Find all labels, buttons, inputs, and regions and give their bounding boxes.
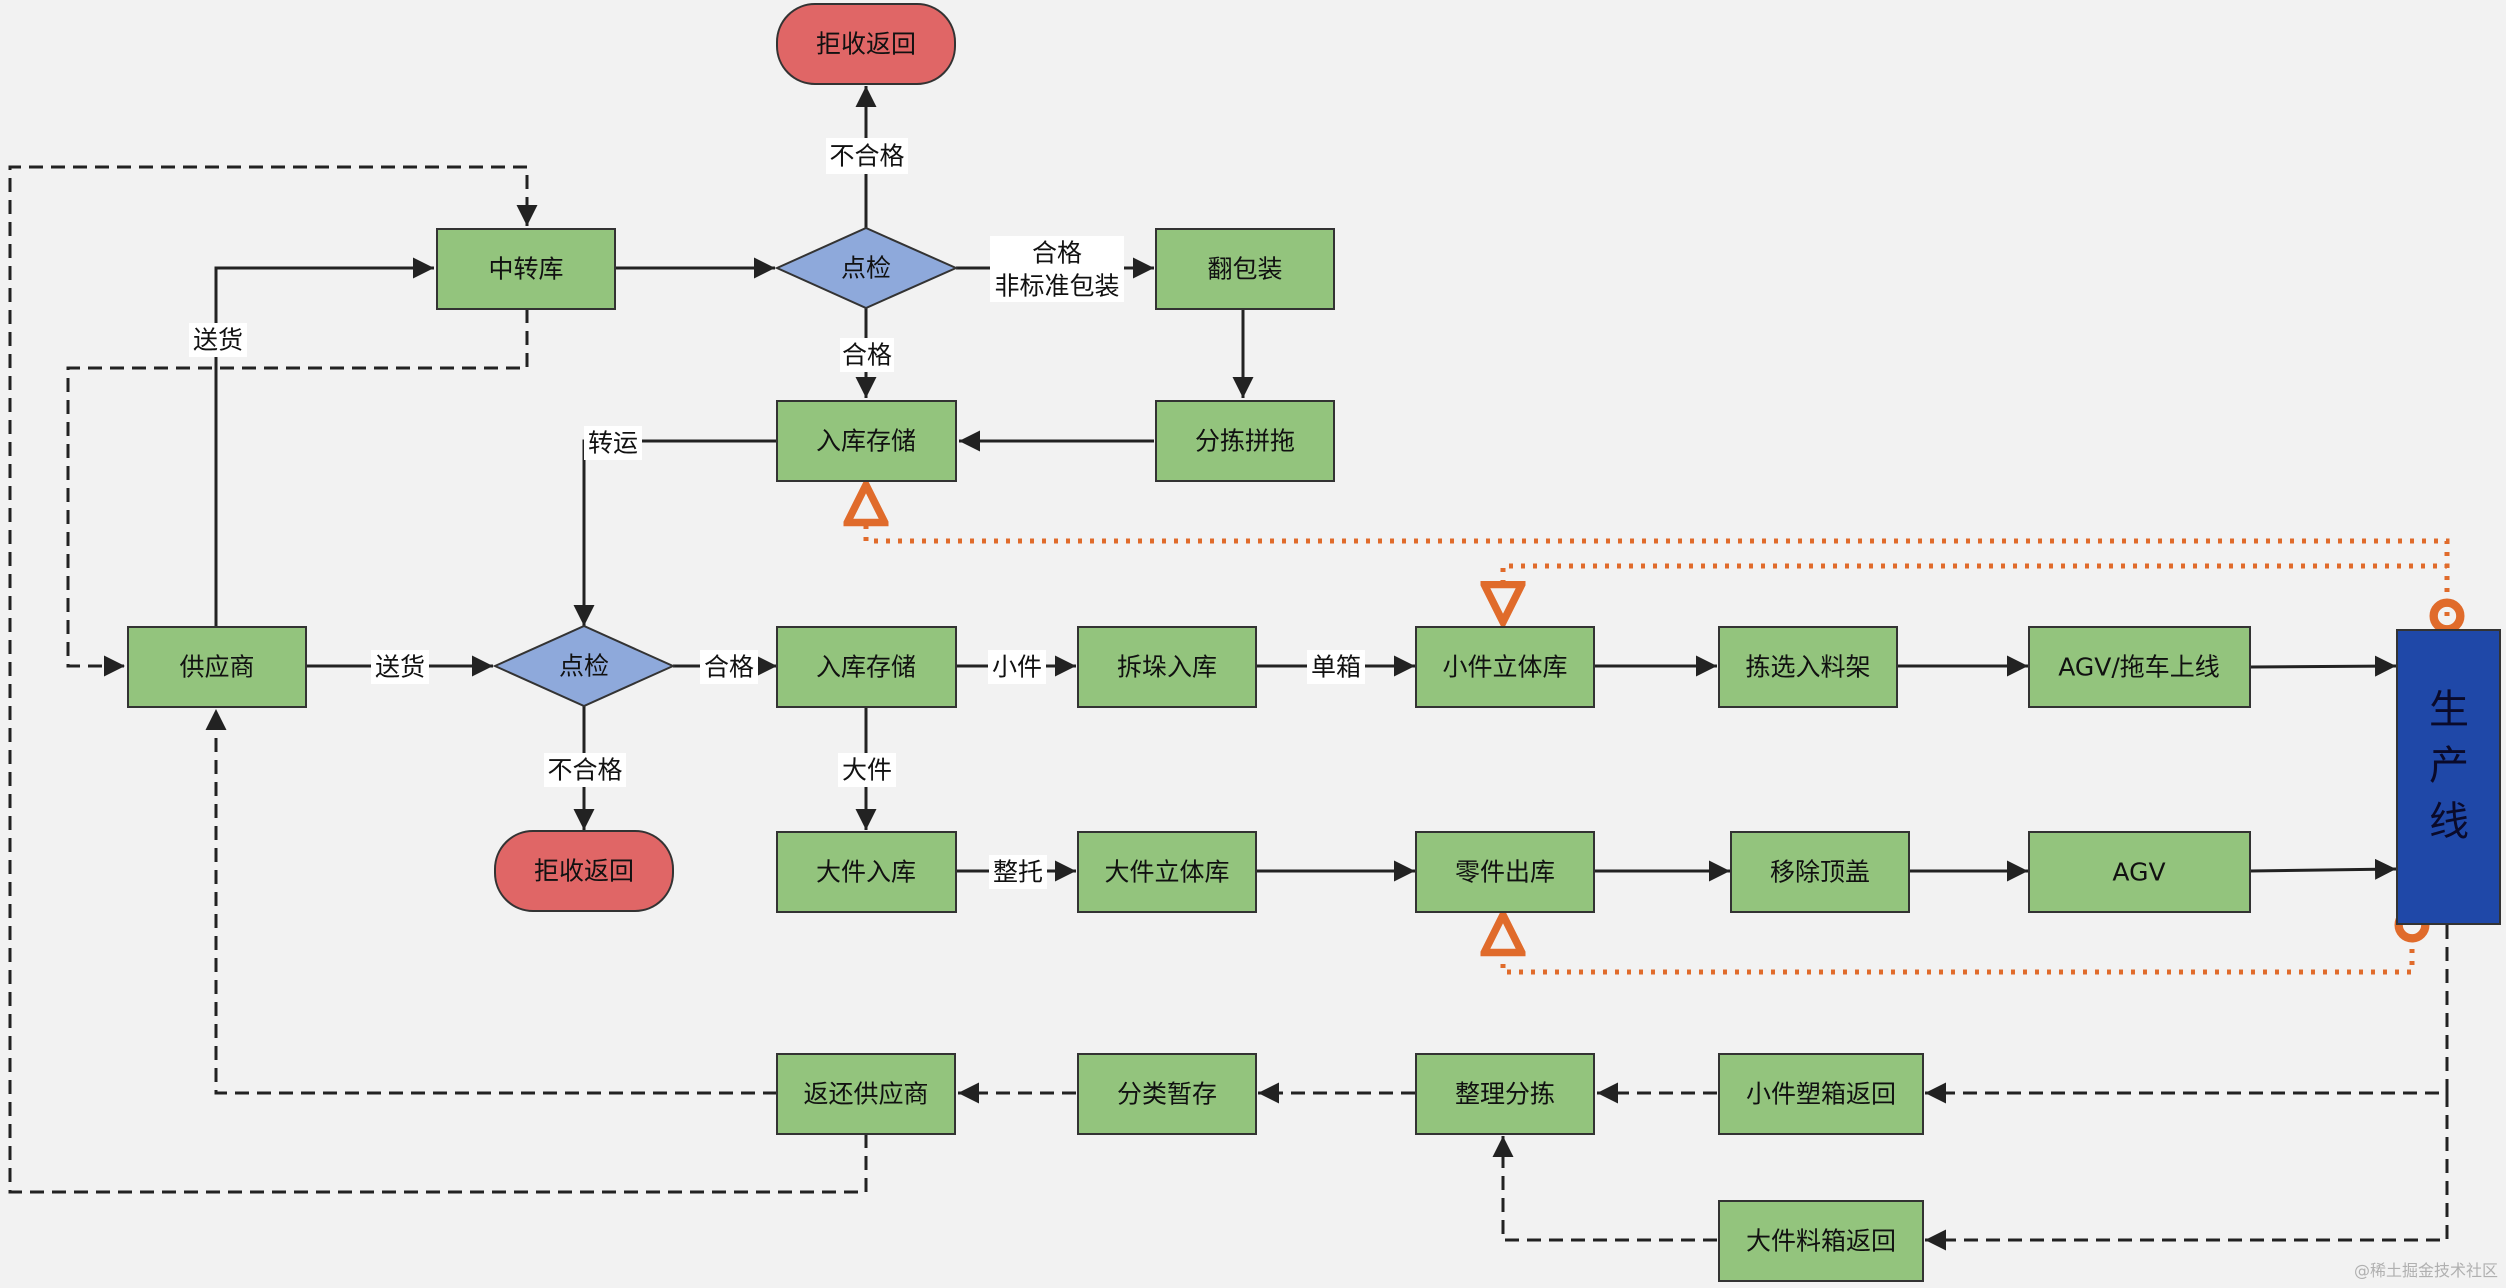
edge-large-return-to-arrange: [1492, 1136, 1717, 1242]
classify-temp-label: 分类暂存: [1117, 1080, 1217, 1109]
inspect-top-node: [774, 226, 959, 310]
dashed-edges: [8, 165, 2449, 1251]
edge-transfer-to-supplier: [66, 309, 529, 677]
storage-mid-node: [776, 626, 957, 708]
repack-label: 翻包装: [1207, 255, 1282, 284]
inspect-top-label: 点检: [841, 254, 891, 283]
label-single-box: 单箱: [1311, 653, 1361, 682]
production-line-char: 产: [2429, 743, 2469, 789]
small-asrs-label: 小件立体库: [1442, 653, 1567, 682]
label-whole-pallet: 整托: [993, 858, 1043, 887]
agv-node: [2028, 831, 2251, 913]
large-asrs-label: 大件立体库: [1104, 858, 1229, 887]
transfer-warehouse-node: [436, 228, 616, 310]
large-in-label: 大件入库: [816, 858, 916, 887]
large-asrs-node: [1077, 831, 1257, 913]
label-qualified-nonstd-2: 非标准包装: [994, 272, 1119, 301]
repack-node: [1155, 228, 1335, 310]
production-line-node: [2396, 629, 2501, 925]
return-supplier-label: 返还供应商: [803, 1080, 928, 1109]
edge-production-to-storage-top: [866, 485, 2447, 616]
storage-top-node: [776, 400, 957, 482]
label-qualified-nonstd-1: 合格: [1032, 239, 1082, 268]
parts-out-node: [1415, 831, 1595, 913]
storage-top-label: 入库存储: [816, 427, 916, 456]
edge-production-to-parts-out: [1503, 915, 2412, 975]
edge-production-to-large-return: [1925, 1093, 2449, 1251]
pick-rack-node: [1718, 626, 1898, 708]
edge-supplier-to-transfer: [214, 257, 434, 627]
label-deliver-right: 送货: [375, 653, 425, 682]
arrange-sort-label: 整理分拣: [1455, 1080, 1555, 1109]
edge-storage-to-inspect-mid: [573, 439, 777, 626]
edge-agv-tug-to-production: [2249, 655, 2397, 677]
nodes: [127, 3, 2501, 1282]
edge-production-to-small-return: [1925, 925, 2449, 1104]
label-qualified-mid: 合格: [704, 653, 754, 682]
watermark: @稀土掘金技术社区: [2354, 1261, 2498, 1280]
depallet-label: 拆垛入库: [1117, 653, 1217, 682]
production-line-label: 生产线: [2429, 687, 2469, 845]
reject-return-top-node: [776, 3, 956, 85]
reject-return-mid-node: [494, 830, 674, 912]
classify-temp-node: [1077, 1053, 1257, 1135]
large-return-node: [1718, 1200, 1924, 1282]
production-line-char: 线: [2429, 799, 2469, 845]
label-qualified-top: 合格: [842, 341, 892, 370]
parts-out-label: 零件出库: [1455, 858, 1555, 887]
pick-rack-label: 拣选入料架: [1745, 653, 1870, 682]
large-return-label: 大件料箱返回: [1746, 1227, 1896, 1256]
label-transfer: 转运: [588, 429, 638, 458]
edge-return-to-supplier: [205, 709, 777, 1095]
label-small-parts: 小件: [992, 653, 1042, 682]
small-return-label: 小件塑箱返回: [1746, 1080, 1896, 1109]
edge-agv-to-production: [2249, 858, 2397, 880]
label-unqualified-mid: 不合格: [547, 756, 622, 785]
remove-cover-node: [1730, 831, 1910, 913]
edge-production-to-small-asrs: [1503, 563, 2450, 622]
sort-drag-label: 分拣拼拖: [1195, 427, 1295, 456]
sort-drag-node: [1155, 400, 1335, 482]
arrange-sort-node: [1415, 1053, 1595, 1135]
production-line-char: 生: [2429, 687, 2469, 733]
label-deliver-up: 送货: [193, 326, 243, 355]
dotted-edges: [866, 485, 2450, 975]
storage-mid-label: 入库存储: [816, 653, 916, 682]
depallet-node: [1077, 626, 1257, 708]
large-in-node: [776, 831, 957, 913]
edge-labels: 不合格 合格 合格 非标准包装 送货 转运 送货 合格 不合格 小件 单箱 大件…: [189, 138, 1365, 889]
label-large-parts: 大件: [842, 756, 892, 785]
return-supplier-node: [776, 1053, 956, 1135]
agv-label: AGV: [2112, 858, 2165, 887]
agv-tug-label: AGV/拖车上线: [2058, 653, 2220, 682]
edge-return-to-transfer: [8, 165, 868, 1194]
inspect-mid-node: [492, 624, 676, 708]
remove-cover-label: 移除顶盖: [1770, 858, 1870, 887]
agv-tug-node: [2028, 626, 2251, 708]
small-asrs-node: [1415, 626, 1595, 708]
transfer-warehouse-label: 中转库: [488, 255, 563, 284]
supplier-node: [127, 626, 307, 708]
small-return-node: [1718, 1053, 1924, 1135]
reject-return-mid-label: 拒收返回: [534, 857, 634, 886]
supplier-label: 供应商: [179, 653, 254, 682]
inspect-mid-label: 点检: [559, 652, 609, 681]
node-labels: 拒收返回 拒收返回 点检 点检 中转库 翻包装 入库存储 分拣拼拖 供应商 入库…: [179, 30, 2498, 1281]
label-unqualified-top: 不合格: [829, 142, 904, 171]
reject-return-top-label: 拒收返回: [816, 30, 916, 59]
